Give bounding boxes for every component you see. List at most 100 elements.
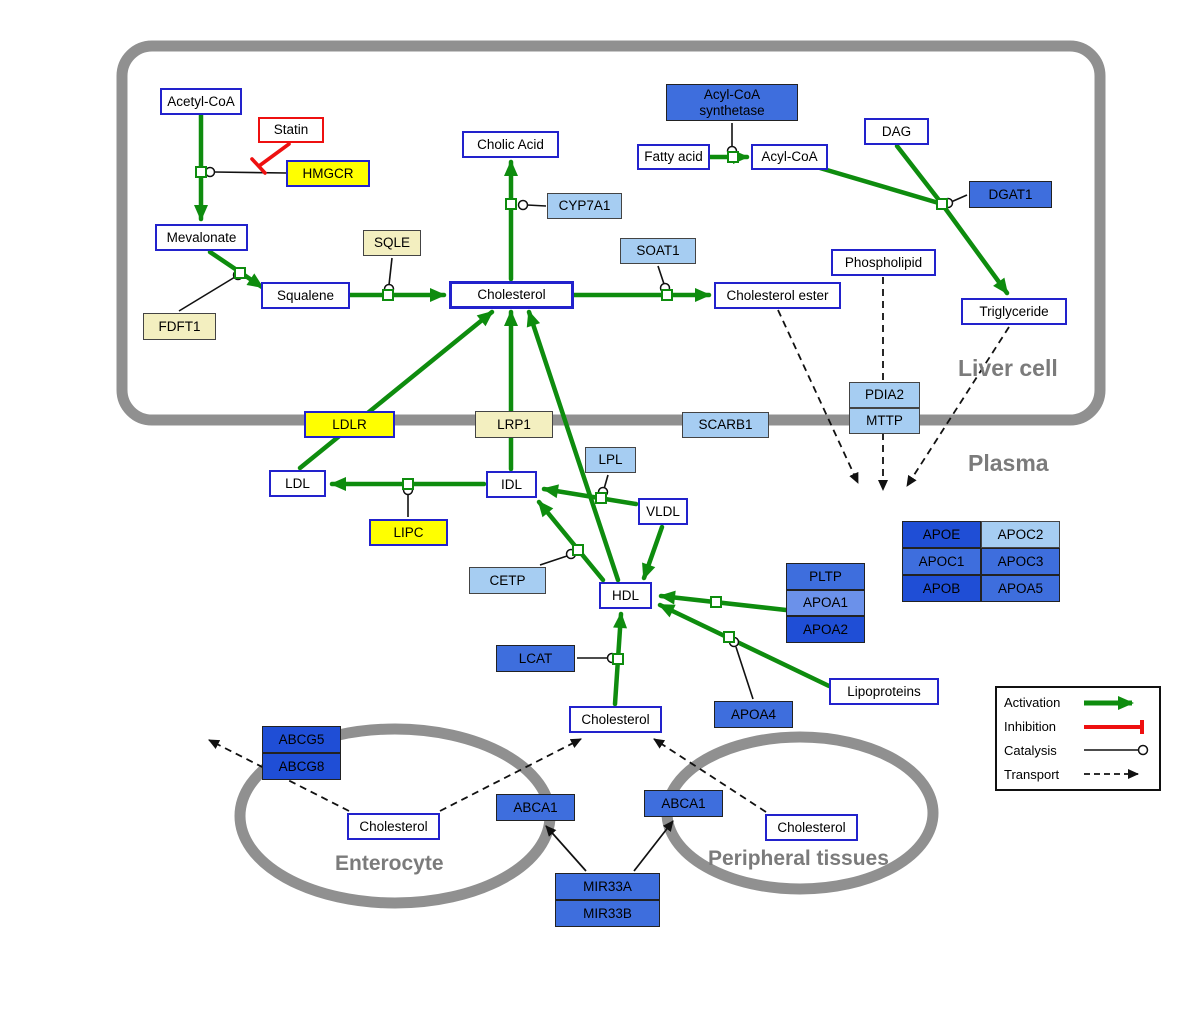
- edge-vldl-hdl: [641, 524, 665, 581]
- node-fatty-acid[interactable]: Fatty acid: [637, 144, 710, 170]
- node-acyl-coa-synthetase[interactable]: Acyl-CoA synthetase: [666, 84, 798, 121]
- node-ldlr[interactable]: LDLR: [304, 411, 395, 438]
- node-apoa5[interactable]: APOA5: [981, 575, 1060, 602]
- node-lipc[interactable]: LIPC: [369, 519, 448, 546]
- node-dgat1[interactable]: DGAT1: [969, 181, 1052, 208]
- node-cetp[interactable]: CETP: [469, 567, 546, 594]
- catalysis-dgat1: [950, 194, 968, 203]
- node-apoc1[interactable]: APOC1: [902, 548, 981, 575]
- node-lipoproteins[interactable]: Lipoproteins: [829, 678, 939, 705]
- catalysis-lpl: [603, 474, 609, 490]
- transport-triglyceride-plasma: [906, 326, 1010, 487]
- node-cholesterol-plasma[interactable]: Cholesterol: [569, 706, 662, 733]
- node-cyp7a1[interactable]: CYP7A1: [547, 193, 622, 219]
- legend-catalysis-label: Catalysis: [1004, 742, 1057, 758]
- node-mir33a[interactable]: MIR33A: [555, 873, 660, 900]
- peripheral-tissues-label: Peripheral tissues: [708, 847, 889, 870]
- node-hmgcr[interactable]: HMGCR: [286, 160, 370, 187]
- node-apoa4[interactable]: APOA4: [714, 701, 793, 728]
- node-cholic-acid[interactable]: Cholic Acid: [462, 131, 559, 158]
- node-apob[interactable]: APOB: [902, 575, 981, 602]
- plasma-label: Plasma: [968, 450, 1049, 476]
- node-ldl[interactable]: LDL: [269, 470, 326, 497]
- node-lrp1[interactable]: LRP1: [475, 411, 553, 438]
- node-pdia2[interactable]: PDIA2: [849, 382, 920, 408]
- legend-inhibition-label: Inhibition: [1004, 719, 1057, 735]
- node-idl[interactable]: IDL: [486, 471, 537, 498]
- transport-enterocyte-cholesterol: [439, 738, 582, 812]
- node-lcat[interactable]: LCAT: [496, 645, 575, 672]
- node-soat1[interactable]: SOAT1: [620, 238, 696, 264]
- catalysis-apoa4: [735, 646, 754, 700]
- node-apoc3[interactable]: APOC3: [981, 548, 1060, 575]
- edge-lipoproteins-hdl: [657, 602, 832, 689]
- node-abcg8[interactable]: ABCG8: [262, 753, 341, 780]
- node-lpl[interactable]: LPL: [585, 447, 636, 473]
- edge-junction-triglyceride: [939, 201, 1010, 296]
- catalysis-soat1: [657, 265, 665, 285]
- node-cholesterol-enterocyte[interactable]: Cholesterol: [347, 813, 440, 840]
- legend-transport-label: Transport: [1004, 766, 1060, 782]
- mir33-edges: [545, 820, 674, 872]
- transport-peripheral-cholesterol: [653, 738, 767, 813]
- node-cholesterol-peripheral[interactable]: Cholesterol: [765, 814, 858, 841]
- transport-cholesterolester-plasma: [777, 309, 859, 484]
- node-mir33b[interactable]: MIR33B: [555, 900, 660, 927]
- catalysis-circle-icon: [1084, 745, 1149, 756]
- edge-mir33-abca1-peripheral: [633, 820, 674, 872]
- activation-arrow-icon: [1084, 695, 1134, 710]
- node-phospholipid[interactable]: Phospholipid: [831, 249, 936, 276]
- catalysis-edges: [178, 123, 968, 700]
- node-pltp[interactable]: PLTP: [786, 563, 865, 590]
- node-statin[interactable]: Statin: [258, 117, 324, 143]
- legend: Activation Inhibition Catalysis Transpor…: [995, 686, 1161, 791]
- node-dag[interactable]: DAG: [864, 118, 929, 145]
- legend-row-activation: Activation: [1004, 694, 1152, 712]
- node-cholesterol-liver[interactable]: Cholesterol: [449, 281, 574, 309]
- edge-hdl-cholesterol: [526, 309, 621, 583]
- node-apoe[interactable]: APOE: [902, 521, 981, 548]
- node-vldl[interactable]: VLDL: [638, 498, 688, 525]
- node-scarb1[interactable]: SCARB1: [682, 412, 769, 438]
- edge-vldl-idl: [541, 484, 639, 507]
- catalysis-cetp: [539, 555, 568, 566]
- node-apoc2[interactable]: APOC2: [981, 521, 1060, 548]
- statin-tbar: [250, 157, 267, 175]
- node-sqle[interactable]: SQLE: [363, 230, 421, 256]
- edge-dag-junction: [894, 143, 945, 207]
- legend-activation-label: Activation: [1004, 695, 1061, 711]
- node-mevalonate[interactable]: Mevalonate: [155, 224, 248, 251]
- legend-row-inhibition: Inhibition: [1004, 718, 1152, 736]
- node-acyl-coa[interactable]: Acyl-CoA: [751, 144, 828, 170]
- node-apoa1[interactable]: APOA1: [786, 590, 865, 616]
- liver-cell-label: Liver cell: [958, 355, 1058, 381]
- node-abcg5[interactable]: ABCG5: [262, 726, 341, 753]
- node-apoa2[interactable]: APOA2: [786, 616, 865, 643]
- edge-mir33-abca1-enterocyte: [545, 825, 587, 872]
- inhibition-edges: [250, 142, 291, 175]
- node-hdl[interactable]: HDL: [599, 582, 652, 609]
- edge-acylcoa-junction: [817, 165, 945, 207]
- edge-hdl-idl-cetp: [536, 499, 606, 583]
- catalysis-fdft1: [178, 276, 236, 312]
- edge-statin-inhibits-hmgcr: [257, 142, 291, 168]
- node-cholesterol-ester[interactable]: Cholesterol ester: [714, 282, 841, 309]
- node-triglyceride[interactable]: Triglyceride: [961, 298, 1067, 325]
- catalysis-cyp7a1: [526, 204, 547, 207]
- node-mttp[interactable]: MTTP: [849, 408, 920, 434]
- transport-dashed-arrow-icon: [1084, 769, 1139, 780]
- node-acetyl-coa[interactable]: Acetyl-CoA: [160, 88, 242, 115]
- inhibition-tbar-icon: [1084, 719, 1144, 734]
- node-abca1-enterocyte[interactable]: ABCA1: [496, 794, 575, 821]
- catalysis-hmgcr: [213, 171, 287, 174]
- edge-apoa-stack-hdl: [658, 590, 789, 613]
- edge-ldl-cholesterol: [297, 309, 495, 471]
- catalysis-sqle: [388, 257, 393, 286]
- node-squalene[interactable]: Squalene: [261, 282, 350, 309]
- activation-edges: [194, 111, 1010, 707]
- node-abca1-peripheral[interactable]: ABCA1: [644, 790, 723, 817]
- node-fdft1[interactable]: FDFT1: [143, 313, 216, 340]
- legend-row-catalysis: Catalysis: [1004, 741, 1152, 759]
